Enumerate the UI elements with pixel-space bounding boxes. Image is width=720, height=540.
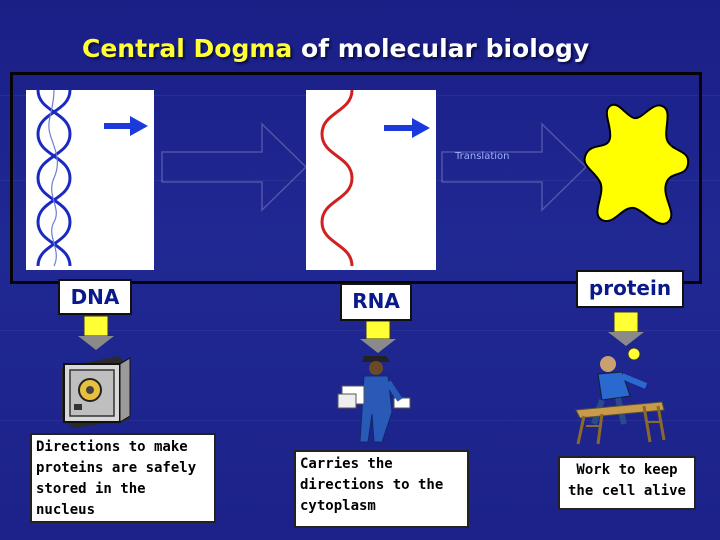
- description-rna: Carries the directions to the cytoplasm: [294, 450, 469, 528]
- diagram-frame: [10, 72, 702, 284]
- courier-icon: [337, 356, 411, 443]
- faint-flow-arrow-1: [161, 122, 308, 212]
- protein-blob-icon: [583, 103, 690, 225]
- dna-helix-icon: [36, 90, 148, 267]
- dna-helix-panel: [26, 90, 154, 270]
- connector-arrow-rna: [360, 321, 396, 353]
- worker-icon: [575, 347, 666, 445]
- rna-strand-icon: [320, 90, 430, 267]
- description-dna: Directions to make proteins are safely s…: [30, 433, 216, 523]
- background-line: [0, 420, 720, 421]
- faint-flow-arrow-2: [441, 122, 588, 212]
- title-rest: of molecular biology: [292, 34, 590, 63]
- title-emphasis: Central Dogma: [82, 34, 293, 63]
- slide-title: Central Dogma of molecular biology: [82, 34, 589, 63]
- stage-label-protein: protein: [576, 270, 684, 308]
- description-protein: Work to keep the cell alive: [558, 456, 696, 510]
- stage-label-dna: DNA: [58, 279, 132, 315]
- stage-label-rna: RNA: [340, 283, 412, 321]
- connector-arrow-protein: [608, 312, 644, 346]
- translation-label: Translation: [455, 151, 510, 162]
- background-line: [0, 330, 720, 331]
- safe-icon: [62, 356, 131, 428]
- rna-strand-panel: [306, 90, 436, 270]
- connector-arrow-dna: [78, 316, 114, 350]
